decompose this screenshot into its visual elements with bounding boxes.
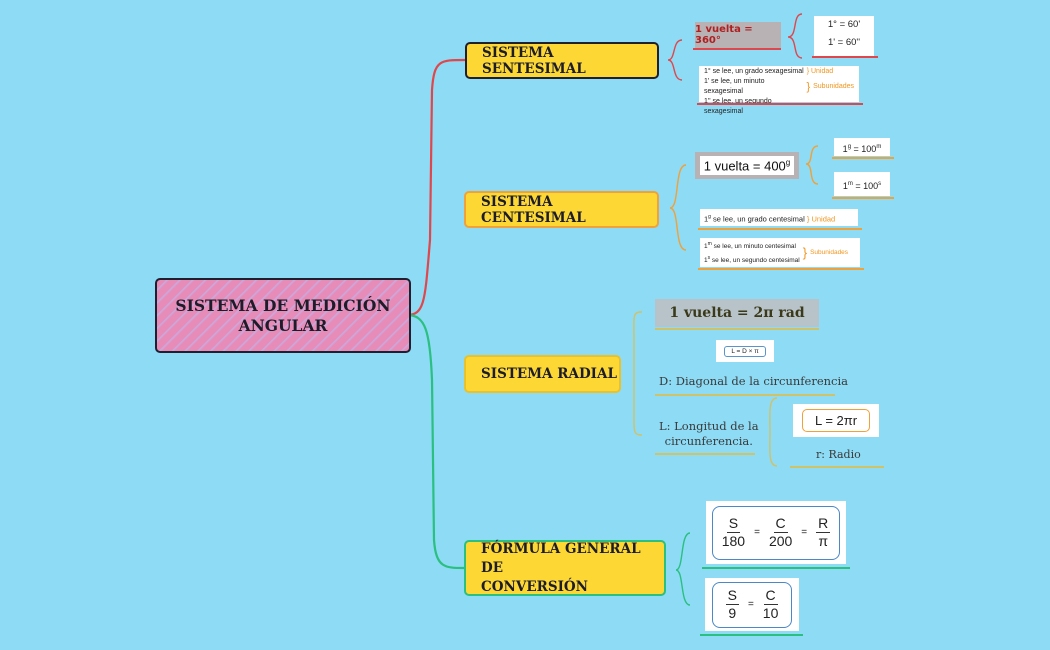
sexa-read-1: 1° se lee, un grado sexagesimal: [704, 68, 804, 75]
cent-eq2-sup-b: s: [878, 181, 882, 187]
sexa-reads-card: 1° se lee, un grado sexagesimal} Unidad …: [699, 66, 859, 115]
branch-red: [406, 58, 466, 317]
frac2-S: S: [725, 587, 739, 605]
eq-sign-2: =: [801, 527, 808, 538]
cent-read-grado-text: se lee, un grado centesimal: [710, 214, 805, 224]
central-line2: ANGULAR: [238, 315, 328, 335]
sexa-subunidades: Subunidades: [813, 83, 854, 90]
brace-sexa-eq: [787, 13, 803, 59]
radial-formula-card: L = D × π: [716, 340, 774, 362]
node-sistema-centesimal[interactable]: SISTEMA CENTESIMAL: [464, 191, 659, 228]
sexa-eq2: 1' = 60'': [827, 37, 861, 48]
brace-cent: [669, 164, 687, 251]
radial-circ: L = 2πr: [801, 409, 871, 432]
bracket-radial: [633, 311, 643, 436]
sexa-eq-card: 1° = 60' 1' = 60'': [814, 16, 874, 56]
cent-read-seg-sup: s: [707, 254, 711, 261]
radial-radio: r: Radio: [816, 448, 861, 461]
cent-eq2-sup-a: m: [847, 181, 853, 187]
frac-200: 200: [768, 533, 793, 549]
node-cent-label: SISTEMA CENTESIMAL: [481, 193, 586, 226]
cent-eq1: 1g = 100m: [834, 138, 890, 156]
sexa-reads-underline: [697, 103, 863, 105]
sexa-unidad: } Unidad: [806, 68, 834, 75]
node-formula-general[interactable]: FÓRMULA GENERAL DE CONVERSIÓN: [464, 540, 666, 596]
cent-eq1-b: = 100: [851, 144, 877, 154]
branch-green: [406, 313, 466, 570]
cent-unidad: } Unidad: [806, 214, 836, 224]
frac2-9: 9: [728, 605, 737, 621]
frac-C: C: [773, 515, 788, 533]
radial-circ-card: L = 2πr: [793, 404, 879, 437]
formula-simple-underline: [700, 634, 803, 636]
frac2-C: C: [763, 587, 778, 605]
radial-vuelta-box: 1 vuelta = 2π rad: [655, 299, 819, 327]
sexa-eq1: 1° = 60': [827, 19, 861, 30]
frac-pi: π: [818, 533, 829, 549]
cent-eq2-underline: [832, 197, 894, 199]
node-sexa-label: SISTEMA SENTESIMAL: [482, 44, 586, 77]
cent-vuelta-sup: g: [785, 157, 791, 167]
radial-radio-underline: [790, 466, 884, 468]
frac2-10: 10: [762, 605, 779, 621]
sexa-eq-underline: [812, 56, 878, 58]
formula-main-underline: [702, 567, 850, 569]
node-sistema-sexagesimal[interactable]: SISTEMA SENTESIMAL: [465, 42, 659, 79]
sexa-vuelta-text: 1 vuelta = 360°: [695, 24, 753, 46]
cent-vuelta-box: 1 vuelta = 400g: [695, 152, 799, 179]
cent-read-grado-underline: [698, 228, 862, 230]
central-line1: SISTEMA DE MEDICIÓN: [175, 295, 391, 315]
sexa-vuelta-underline: [693, 48, 781, 50]
radial-long: L: Longitud de la circunferencia.: [659, 419, 759, 449]
brace-formula: [675, 532, 691, 606]
cent-eq2: 1m = 100s: [834, 172, 890, 196]
cent-eq2-a: 1: [842, 181, 848, 191]
frac-S: S: [726, 515, 741, 533]
frac-180: 180: [721, 533, 746, 549]
brace-sexa: [667, 39, 683, 81]
sexa-vuelta-box: 1 vuelta = 360°: [695, 22, 781, 48]
formula-title-2: CONVERSIÓN: [481, 578, 588, 595]
cent-read-sub: 1m se lee, un minuto centesimal 1s se le…: [700, 238, 860, 267]
frac-R: R: [816, 515, 831, 533]
cent-subunidades: Subunidades: [810, 248, 849, 256]
radial-long-1: L: Longitud de la: [659, 419, 759, 433]
cent-eq1-a: 1: [842, 144, 848, 154]
radial-vuelta-underline: [655, 328, 819, 330]
cent-eq2-b: = 100: [852, 181, 879, 191]
radial-vuelta-text: 1 vuelta = 2π rad: [669, 305, 805, 321]
cent-eq1-underline: [832, 157, 894, 159]
cent-read-min: se lee, un minuto centesimal: [711, 243, 796, 251]
cent-read-grado-sup: g: [708, 214, 711, 220]
eq-sign-3: =: [747, 599, 754, 610]
node-sistema-radial[interactable]: SISTEMA RADIAL: [464, 355, 621, 393]
cent-read-sub-underline: [698, 268, 864, 270]
brace-cent-eq: [805, 145, 819, 185]
eq-sign-1: =: [754, 527, 760, 538]
radial-diag-underline: [655, 394, 835, 396]
node-radial-label: SISTEMA RADIAL: [481, 366, 617, 382]
cent-read-grado: 1g se lee, un grado centesimal } Unidad: [700, 209, 858, 226]
cent-read-seg: se lee, un segundo centesimal: [710, 256, 800, 264]
radial-formula: L = D × π: [724, 345, 766, 357]
formula-title-1: FÓRMULA GENERAL DE: [481, 540, 641, 576]
radial-long-underline: [655, 453, 755, 455]
sexa-read-2: 1' se lee, un minuto sexagesimal: [704, 78, 765, 95]
cent-eq1-sup-b: m: [876, 144, 882, 150]
cent-eq1-sup-a: g: [847, 144, 852, 150]
sexa-read-3: 1'' se lee, un segundo sexagesimal: [704, 98, 772, 115]
cent-read-min-sup: m: [707, 241, 712, 248]
radial-diag: D: Diagonal de la circunferencia: [659, 374, 849, 388]
cent-vuelta-text: 1 vuelta = 400: [703, 158, 786, 174]
radial-long-2: circunferencia.: [664, 434, 753, 448]
bracket-radial-sub: [769, 397, 778, 467]
